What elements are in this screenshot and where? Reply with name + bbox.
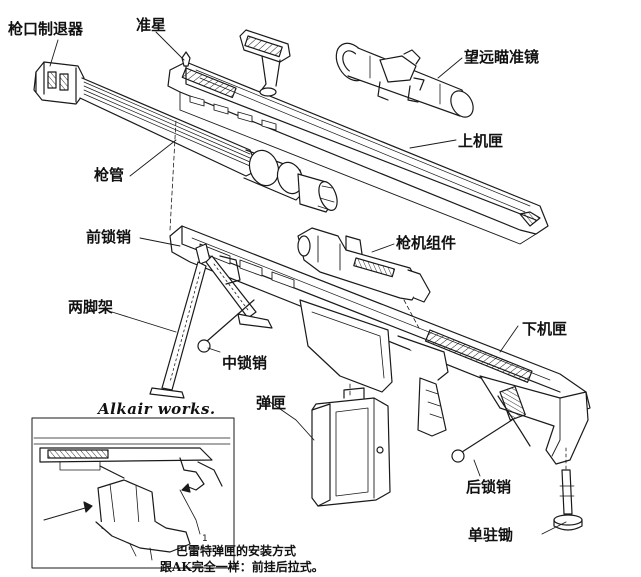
bolt-assembly-part	[297, 227, 431, 303]
label-upper-receiver: 上机匣	[458, 132, 504, 150]
barrel-part	[79, 77, 338, 213]
label-middle-lock-pin: 中锁销	[222, 354, 268, 372]
lower-receiver-part	[169, 225, 591, 465]
label-rear-lock-pin: 后锁销	[466, 478, 512, 496]
inset-caption-line1: 巴雷特弹匣的安装方式	[176, 544, 297, 558]
bipod-part	[149, 243, 273, 399]
muzzle-brake-part	[33, 61, 85, 105]
carry-handle-part	[239, 29, 291, 97]
middle-lock-pin-part	[197, 299, 255, 353]
label-magazine: 弹匣	[256, 394, 287, 412]
scope-part	[335, 42, 474, 118]
magazine-install-inset	[31, 417, 235, 569]
leader-lines	[49, 31, 567, 535]
label-bolt-assembly: 枪机组件	[396, 234, 457, 252]
label-scope: 望远瞄准镜	[464, 48, 540, 66]
watermark-alkair-works: Alkair works.	[98, 400, 216, 418]
assembly-guides	[169, 119, 421, 397]
upper-receiver-part	[167, 51, 549, 245]
label-barrel: 枪管	[94, 166, 125, 184]
label-monopod: 单驻锄	[468, 526, 514, 544]
inset-caption-line2: 跟AK完全一样：前挂后拉式。	[160, 560, 324, 574]
label-lower-receiver: 下机匣	[522, 320, 568, 338]
label-bipod: 两脚架	[68, 298, 114, 316]
magazine-part	[311, 387, 391, 507]
monopod-part	[553, 447, 583, 531]
rear-lock-pin-part	[451, 419, 513, 463]
label-muzzle-brake: 枪口制退器	[8, 20, 84, 38]
label-front-sight: 准星	[136, 16, 167, 34]
inset-callout-number: 1	[202, 534, 208, 544]
label-front-lock-pin: 前锁销	[86, 228, 132, 246]
